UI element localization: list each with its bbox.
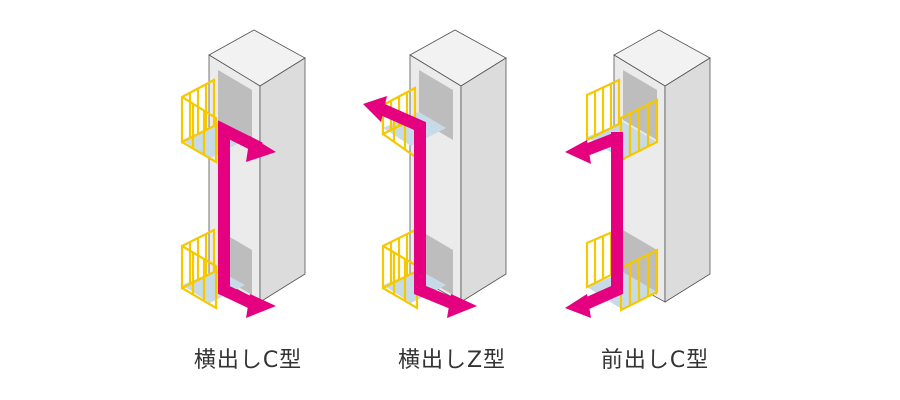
upper-opening <box>218 70 252 140</box>
evacuation-arrow <box>218 120 276 318</box>
type-label-side-c: 横出しC型 <box>193 348 303 373</box>
evacuation-arrow <box>565 132 623 318</box>
type-label-front-c: 前出しC型 <box>600 348 710 373</box>
diagram-side-c-type <box>180 29 306 318</box>
evacuation-arrow <box>363 96 477 318</box>
diagram-side-z-type <box>363 29 507 318</box>
type-label-side-z: 横出しZ型 <box>397 348 507 373</box>
diagram-front-c-type <box>565 29 711 318</box>
